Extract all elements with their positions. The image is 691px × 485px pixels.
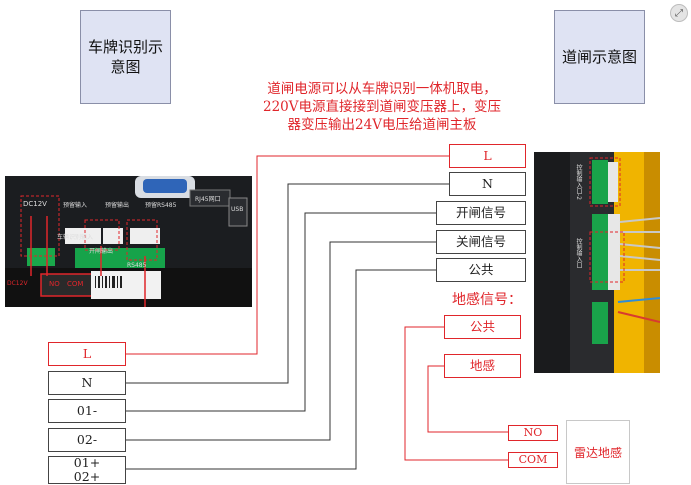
barrier-board-photo: 控制输入口-2 控制输入口 bbox=[534, 152, 660, 373]
radar-terminal-no: NO bbox=[508, 425, 558, 441]
reserved-rs485-label: 预留RS485 bbox=[145, 202, 177, 209]
camera-terminal-l: L bbox=[48, 342, 126, 366]
reserved-input-label: 预留输入 bbox=[63, 202, 88, 209]
ground-terminal-common: 公共 bbox=[444, 315, 521, 339]
dc12v-label: DC12V bbox=[23, 200, 47, 208]
ground-terminal-sense: 地感 bbox=[444, 354, 521, 378]
camera-terminal-01-02-plus: 01+ 02+ bbox=[48, 455, 126, 484]
external-link-icon[interactable]: ⤢ bbox=[670, 4, 688, 22]
radar-ground-sense-box: 雷达地感 bbox=[566, 420, 630, 484]
radar-terminal-com: COM bbox=[508, 452, 558, 468]
camera-terminal-02-minus: 02- bbox=[48, 428, 126, 452]
camera-device-photo: DC12V 预留输入 预留输出 预留RS485 RJ45网口 USB 开闸输出 … bbox=[5, 176, 252, 307]
barrier-terminal-common: 公共 bbox=[436, 258, 526, 282]
ground-sense-label: 地感信号： bbox=[452, 292, 522, 308]
com-mark: COM bbox=[67, 280, 84, 288]
barrier-terminal-close: 关闸信号 bbox=[436, 230, 526, 254]
barrier-terminal-l: L bbox=[449, 144, 526, 168]
usb-label: USB bbox=[231, 206, 244, 213]
camera-terminal-01-minus: 01- bbox=[48, 399, 126, 423]
barrier-terminal-n: N bbox=[449, 172, 526, 196]
rs485-label: RS485 bbox=[127, 262, 147, 269]
reserved-output-label: 预留输出 bbox=[105, 202, 130, 209]
barrier-terminal-open: 开闸信号 bbox=[436, 201, 526, 225]
vehicle-input-label: 车辆识别输入 bbox=[57, 234, 94, 241]
right-title: 道闸示意图 bbox=[554, 10, 645, 104]
no-mark: NO bbox=[49, 280, 60, 288]
dc12v-mark: DC12V bbox=[7, 280, 28, 287]
open-output-label: 开闸输出 bbox=[89, 248, 114, 255]
rj45-label: RJ45网口 bbox=[195, 196, 221, 203]
control-input-label: 控制输入口 bbox=[575, 238, 582, 268]
left-title: 车牌识别示 意图 bbox=[80, 10, 171, 104]
power-note: 道闸电源可以从车牌识别一体机取电， 220V电源直接接到道闸变压器上，变压 器变… bbox=[262, 81, 502, 133]
control-input-2-label: 控制输入口-2 bbox=[575, 164, 582, 200]
camera-terminal-n: N bbox=[48, 371, 126, 395]
